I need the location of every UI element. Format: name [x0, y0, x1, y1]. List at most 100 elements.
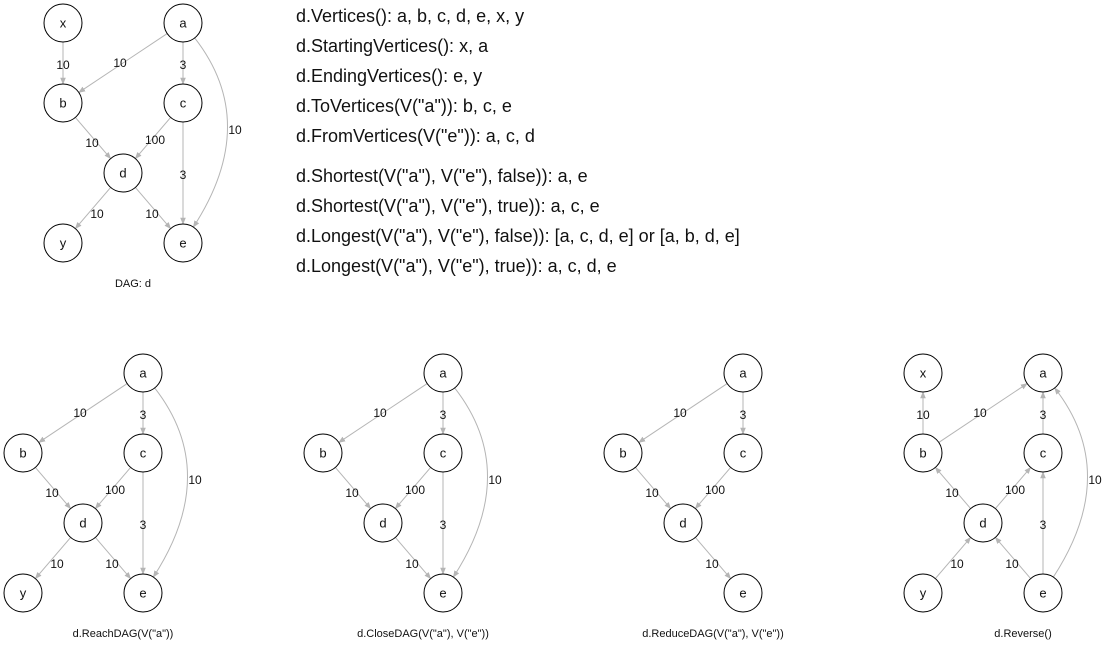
node-label: c — [440, 446, 447, 461]
node-label: a — [739, 366, 747, 381]
edge-weight-label: 10 — [113, 56, 127, 70]
edge-d-b — [934, 466, 972, 509]
edge-weight-label: 100 — [405, 483, 425, 497]
edge-weight-label: 10 — [73, 406, 87, 420]
edge-a-e — [152, 387, 188, 578]
graph-caption: d.ReachDAG(V("a")) — [73, 628, 174, 640]
edge-weight-label: 100 — [145, 133, 165, 147]
edge-weight-label: 100 — [105, 483, 125, 497]
edge-e-a — [1052, 387, 1088, 578]
node-label: e — [179, 236, 186, 251]
edge-weight-label: 10 — [105, 557, 119, 571]
edge-b-d — [334, 467, 372, 510]
edge-weight-label: 10 — [90, 207, 104, 221]
edge-e-d — [994, 536, 1032, 579]
node-label: d — [979, 516, 986, 531]
fact-shortest-false: d.Shortest(V("a"), V("e"), false)): a, e — [296, 166, 588, 186]
edge-weight-label: 10 — [705, 557, 719, 571]
node-label: a — [179, 16, 187, 31]
node-label: a — [1039, 366, 1047, 381]
node-label: y — [20, 586, 27, 601]
node-d — [363, 503, 403, 543]
node-label: c — [1040, 446, 1047, 461]
edge-weight-label: 10 — [973, 406, 987, 420]
node-label: d — [119, 166, 126, 181]
node-a — [163, 3, 203, 43]
node-d — [663, 503, 703, 543]
edge-weight-label: 10 — [373, 406, 387, 420]
edge-d-c — [994, 466, 1032, 509]
edge-a-e — [452, 387, 488, 578]
node-c — [1023, 433, 1063, 473]
edge-weight-label: 3 — [180, 58, 187, 72]
edge-b-a — [938, 383, 1028, 443]
edge-weight-label: 10 — [50, 557, 64, 571]
node-d — [103, 153, 143, 193]
edge-weight-label: 3 — [1040, 408, 1047, 422]
node-label: e — [1039, 586, 1046, 601]
edge-weight-label: 3 — [140, 518, 147, 532]
node-y — [3, 573, 43, 613]
fact-vertices: d.Vertices(): a, b, c, d, e, x, y — [296, 6, 525, 26]
edge-d-e — [94, 537, 132, 580]
node-b — [303, 433, 343, 473]
fact-longest-true: d.Longest(V("a"), V("e"), true)): a, c, … — [296, 256, 617, 276]
edge-weight-label: 10 — [1088, 473, 1102, 487]
node-a — [123, 353, 163, 393]
edge-weight-label: 10 — [673, 406, 687, 420]
edge-a-b — [338, 383, 428, 443]
node-a — [423, 353, 463, 393]
edge-weight-label: 3 — [180, 168, 187, 182]
node-label: e — [139, 586, 146, 601]
node-label: e — [739, 586, 746, 601]
edge-b-d — [34, 467, 72, 510]
node-b — [3, 433, 43, 473]
node-label: c — [740, 446, 747, 461]
node-label: x — [920, 366, 927, 381]
edge-weight-label: 10 — [488, 473, 502, 487]
node-label: d — [679, 516, 686, 531]
edge-weight-label: 10 — [950, 557, 964, 571]
node-label: b — [319, 446, 326, 461]
node-a — [1023, 353, 1063, 393]
edge-weight-label: 3 — [440, 408, 447, 422]
edge-weight-label: 10 — [916, 408, 930, 422]
node-b — [603, 433, 643, 473]
node-label: d — [379, 516, 386, 531]
edge-y-d — [934, 536, 972, 579]
node-y — [903, 573, 943, 613]
edge-weight-label: 10 — [945, 486, 959, 500]
node-c — [163, 83, 203, 123]
fact-to-vertices: d.ToVertices(V("a")): b, c, e — [296, 96, 512, 116]
edge-weight-label: 100 — [705, 483, 725, 497]
edge-weight-label: 10 — [405, 557, 419, 571]
fact-ending-vertices: d.EndingVertices(): e, y — [296, 66, 483, 86]
edge-d-e — [694, 537, 732, 580]
edge-weight-label: 3 — [140, 408, 147, 422]
node-label: a — [139, 366, 147, 381]
edge-weight-label: 3 — [1040, 518, 1047, 532]
graph-caption: DAG: d — [115, 278, 151, 290]
node-a — [723, 353, 763, 393]
edge-d-y — [34, 537, 72, 580]
edge-a-b — [638, 383, 728, 443]
fact-longest-false: d.Longest(V("a"), V("e"), false)): [a, c… — [296, 226, 740, 246]
node-b — [903, 433, 943, 473]
edge-c-d — [394, 467, 432, 510]
node-label: b — [619, 446, 626, 461]
fact-from-vertices: d.FromVertices(V("e")): a, c, d — [296, 126, 535, 146]
node-d — [63, 503, 103, 543]
edge-c-d — [694, 467, 732, 510]
edge-a-b — [78, 33, 168, 93]
node-label: b — [59, 96, 66, 111]
edge-weight-label: 10 — [45, 486, 59, 500]
fact-starting-vertices: d.StartingVertices(): x, a — [296, 36, 489, 56]
edge-c-d — [94, 467, 132, 510]
node-label: y — [60, 236, 67, 251]
edge-d-e — [394, 537, 432, 580]
